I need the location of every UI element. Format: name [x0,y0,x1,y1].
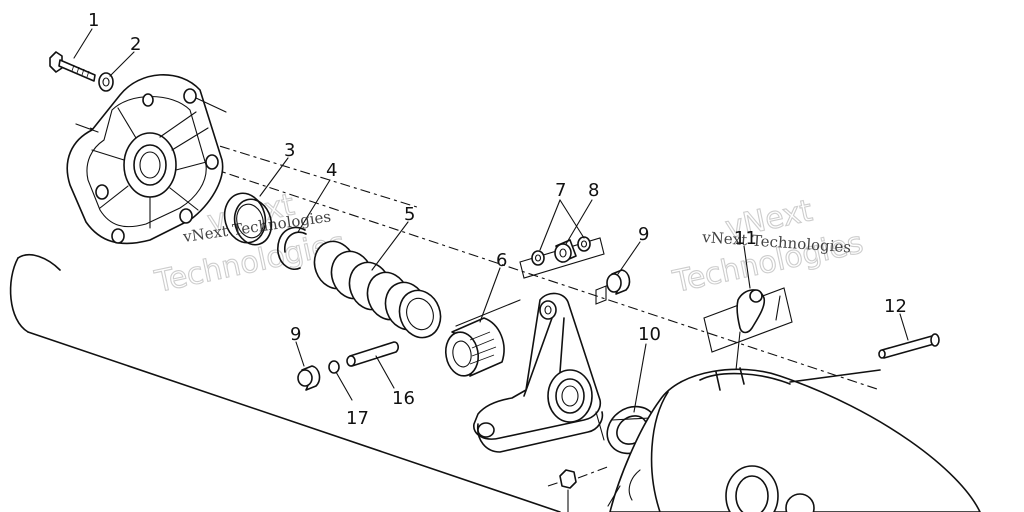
part-7-bushings [519,236,605,279]
part-nut [547,465,611,512]
weight-arm [473,292,605,453]
part-9-cap-left [297,365,321,391]
part-4-snap-ring [277,226,307,270]
part-11-shoe [703,287,793,371]
center-axis [89,127,881,391]
crankcase-outline [9,254,561,512]
callout-2: 2 [130,34,141,55]
cover-plate [66,73,227,245]
part-3-bushing [223,192,273,246]
callout-17: 17 [346,408,369,429]
callout-8: 8 [588,180,599,201]
part-16-pin [346,341,399,367]
part-1-bolt [49,51,96,82]
callout-11: 11 [734,228,757,249]
callout-1: 1 [88,10,99,31]
part-12-pin-bolt [878,333,940,359]
callout-3: 3 [284,140,295,161]
callout-12: 12 [884,296,907,317]
part-6-roller [444,299,521,377]
callout-6: 6 [496,250,507,271]
callout-16: 16 [392,388,415,409]
part-5-spring [313,240,442,339]
part-2-washer [98,72,114,92]
sheave-hub [607,367,981,512]
callout-labels: 1 2 3 4 5 6 7 8 9 9 10 11 12 16 17 [88,10,907,429]
part-8-sleeve [554,239,577,263]
callout-5: 5 [404,204,415,225]
callout-9-right: 9 [638,224,649,245]
callout-9-left: 9 [290,324,301,345]
callout-4: 4 [326,160,337,181]
callout-7: 7 [555,180,566,201]
callout-10: 10 [638,324,661,345]
part-9-cap-right [595,269,631,305]
part-17-o-ring [328,360,340,374]
leader-lines [73,28,909,413]
